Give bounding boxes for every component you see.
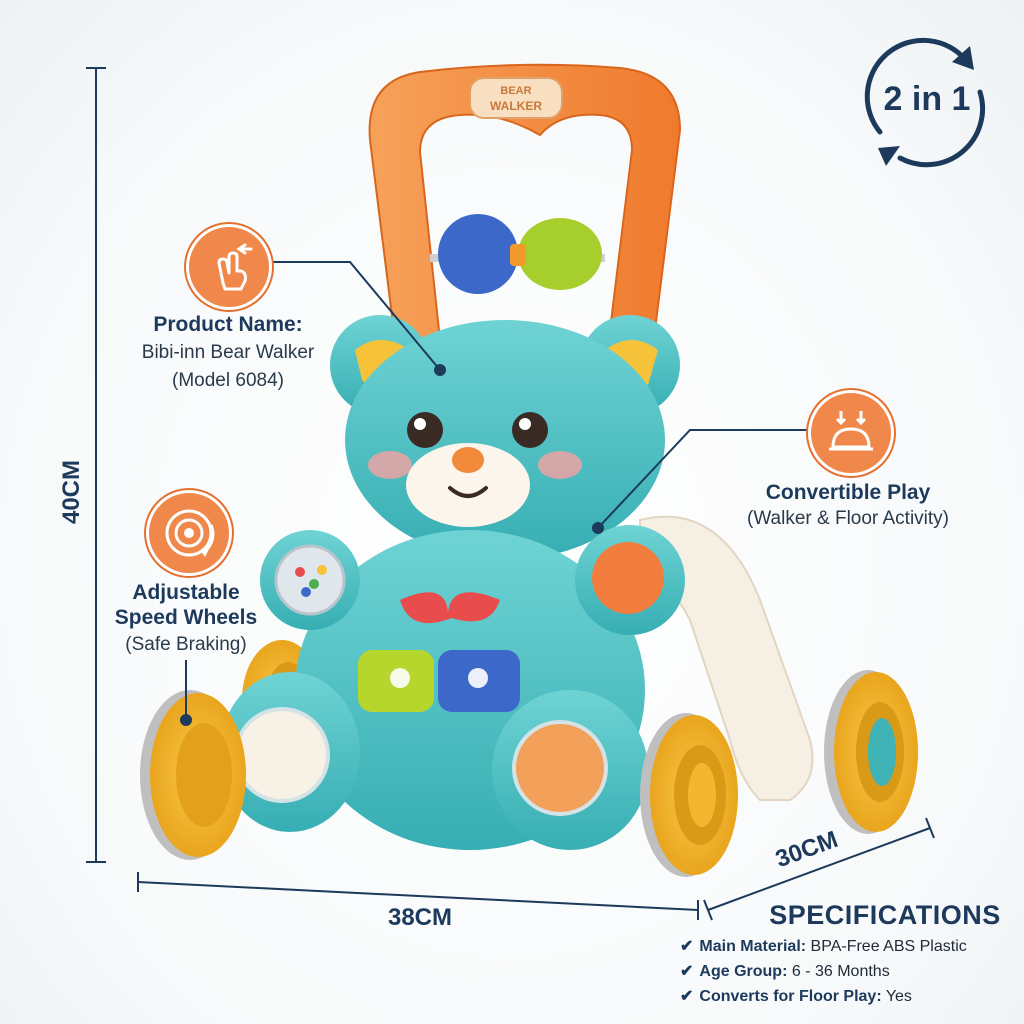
handle-label-line2: WALKER (490, 99, 542, 113)
callout-dots (180, 364, 604, 726)
width-dimension: 38CM (387, 904, 453, 931)
spinner-toys (430, 214, 605, 294)
product-name-line1: Bibi-inn Bear Walker (141, 342, 315, 363)
front-left-wheel (140, 690, 246, 860)
bear-legs (220, 672, 648, 850)
spec-label: Age Group: (699, 963, 788, 980)
height-dimension: 40CM (58, 459, 85, 525)
hand-tap-icon (186, 224, 272, 310)
wheels-sub: (Safe Braking) (125, 634, 247, 655)
check-icon: ✔ (680, 938, 694, 955)
handle-label-line1: BEAR (500, 85, 531, 97)
spec-label: Converts for Floor Play: (699, 988, 882, 1005)
product-name-title: Product Name: (153, 313, 303, 336)
product-name-line2: (Model 6084) (172, 370, 284, 391)
spec-value: Yes (885, 988, 912, 1005)
badge-arrowheads (878, 46, 974, 166)
wheels-title-line2: Speed Wheels (114, 606, 258, 629)
spec-value: 6 - 36 Months (791, 963, 890, 980)
back-right-wheel (824, 670, 918, 834)
front-right-wheel (640, 713, 738, 877)
badge-arrows (864, 37, 986, 168)
wheels-title-line1: Adjustable (132, 581, 240, 604)
specifications-list: ✔ Main Material: BPA-Free ABS Plastic ✔ Ag… (680, 934, 1020, 1009)
convert-icon (808, 390, 894, 476)
two-in-one-badge: 2 in 1 (883, 80, 971, 118)
check-icon: ✔ (680, 963, 694, 980)
orange-handle: BEAR WALKER (368, 63, 682, 341)
spec-label: Main Material: (699, 938, 807, 955)
spec-row: ✔ Age Group: 6 - 36 Months (680, 959, 1020, 984)
convertible-sub: (Walker & Floor Activity) (747, 508, 949, 529)
specifications-title: SPECIFICATIONS (769, 900, 1001, 930)
dimension-lines (86, 67, 935, 921)
spec-row: ✔ Converts for Floor Play: Yes (680, 984, 1020, 1009)
check-icon: ✔ (680, 988, 694, 1005)
spec-row: ✔ Main Material: BPA-Free ABS Plastic (680, 934, 1020, 959)
convertible-title: Convertible Play (765, 481, 931, 504)
wheel-speed-icon (146, 490, 232, 576)
spec-value: BPA-Free ABS Plastic (810, 938, 967, 955)
bear-head (345, 320, 665, 560)
callout-lines (185, 261, 810, 720)
